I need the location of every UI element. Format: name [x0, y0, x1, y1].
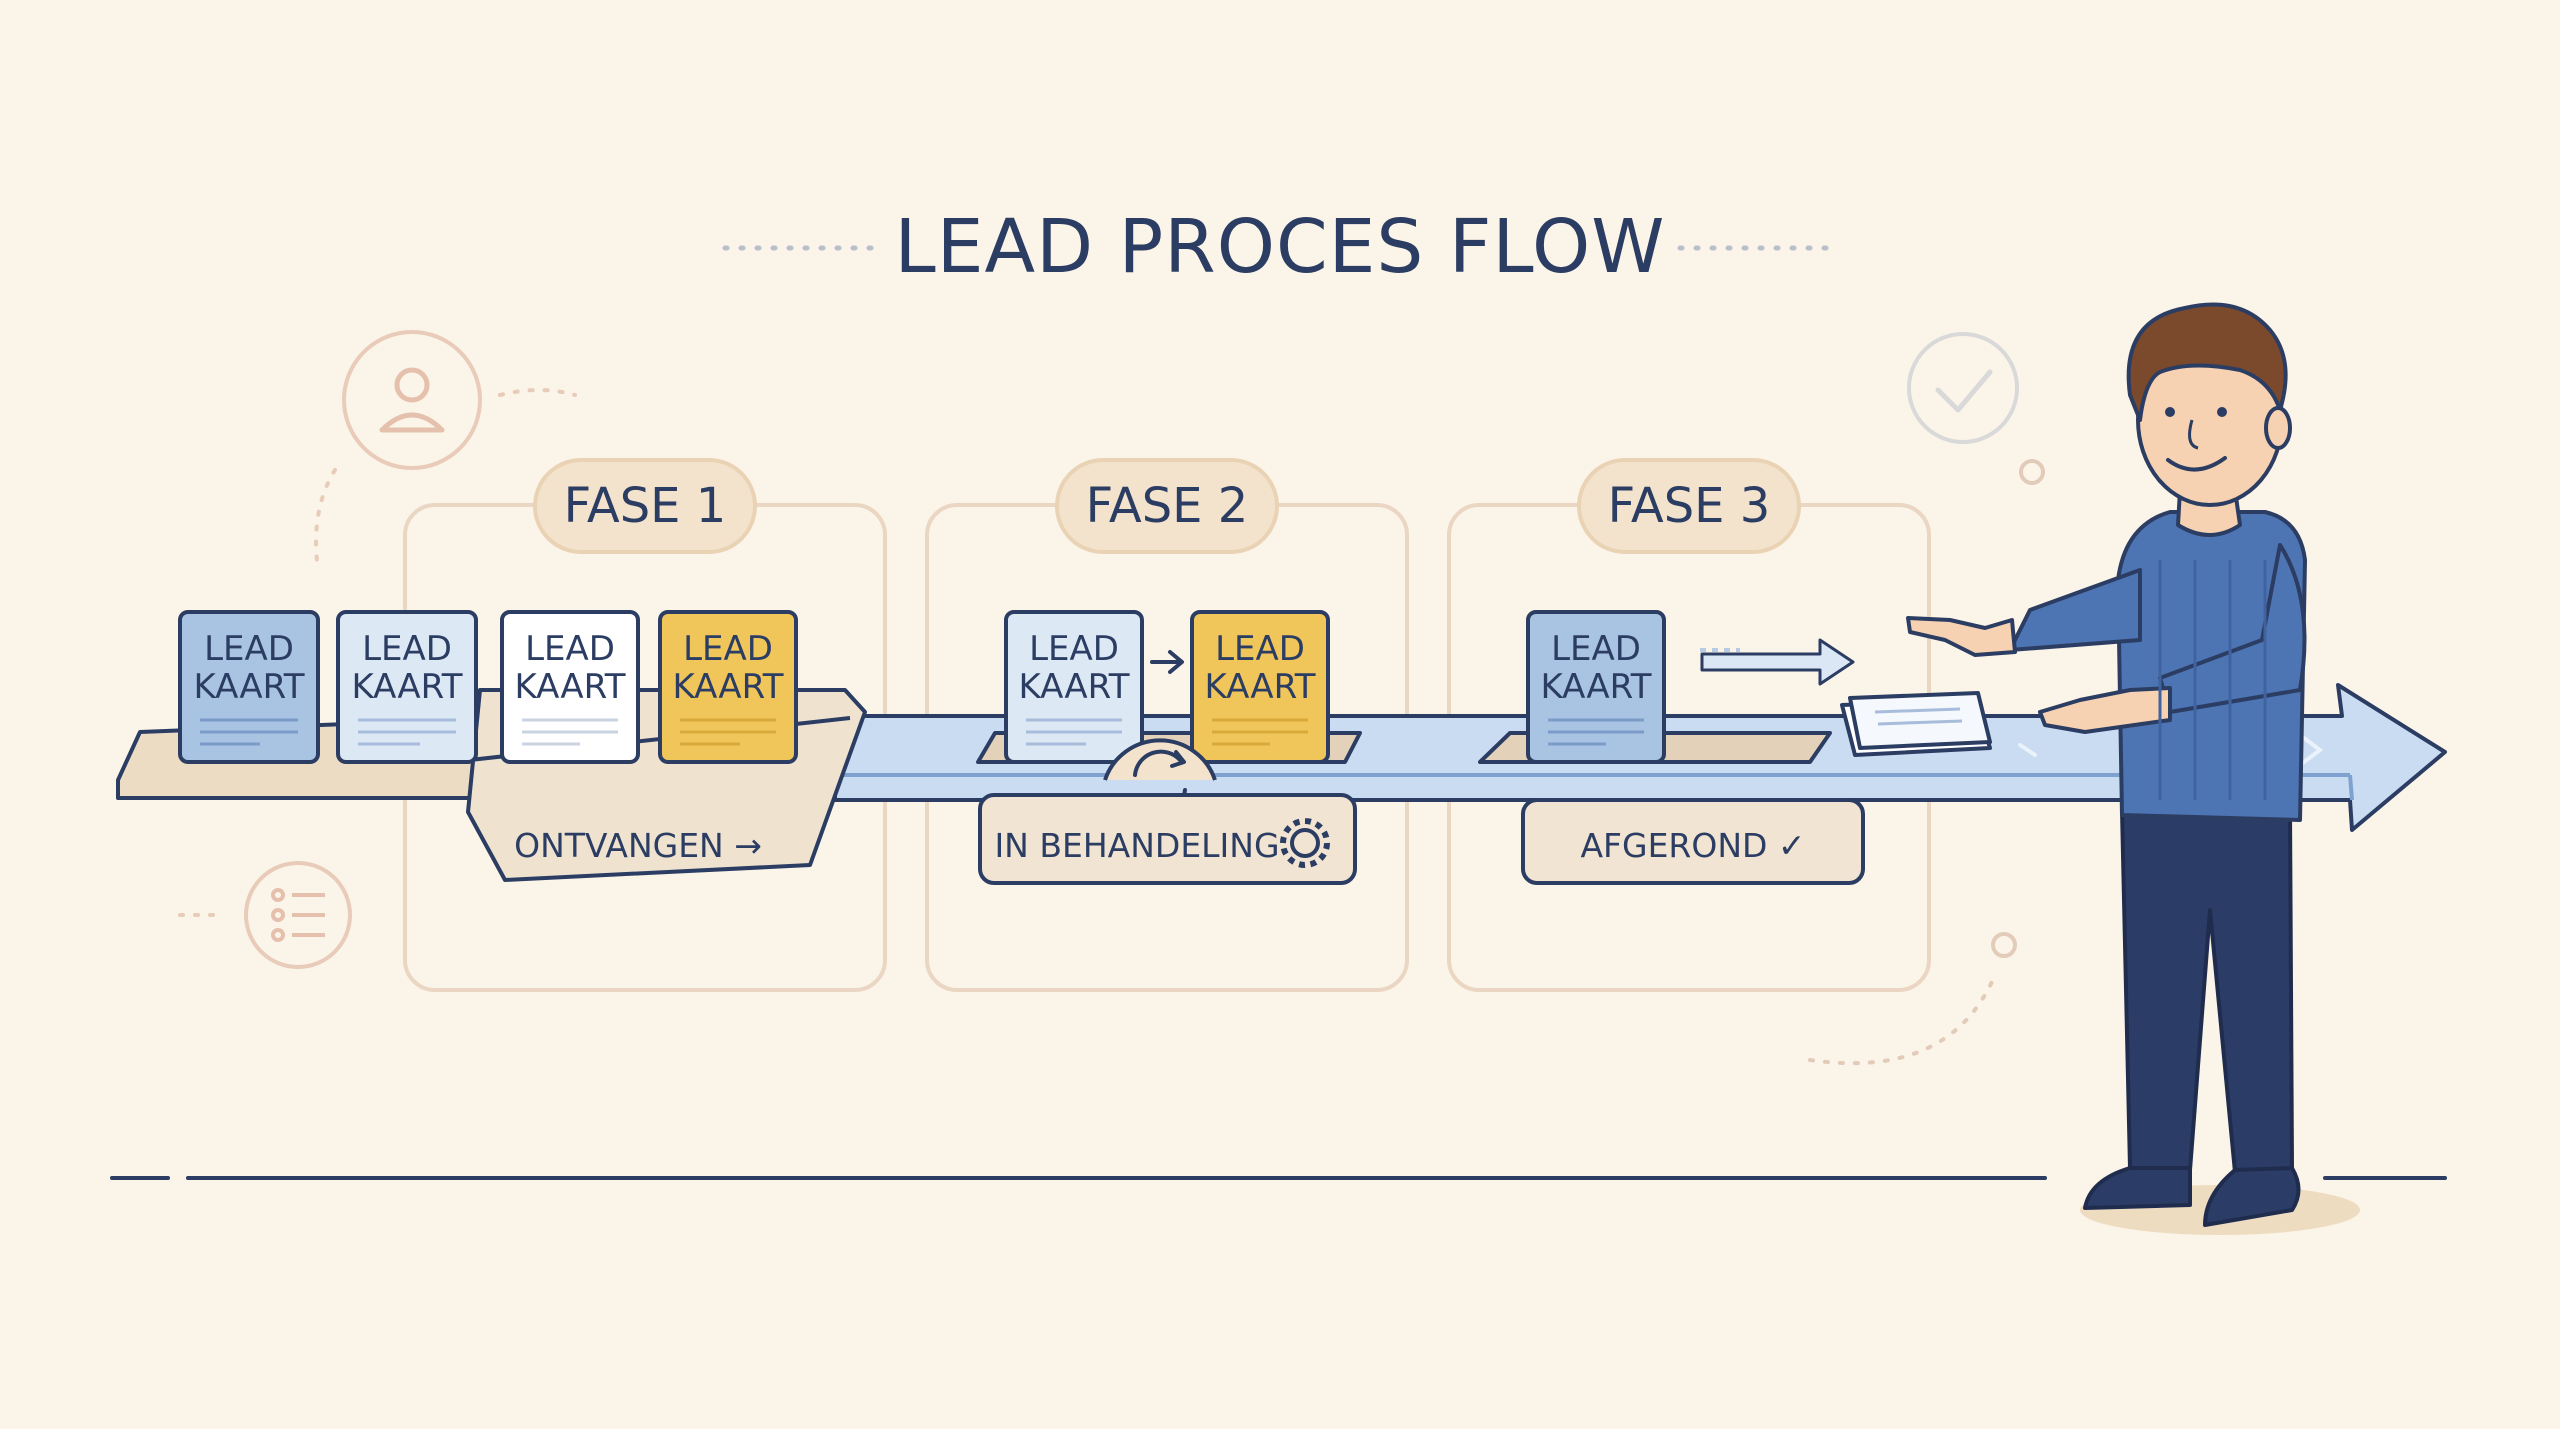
lead-card: LEAD KAART [178, 610, 320, 764]
svg-text:AFGEROND ✓: AFGEROND ✓ [1580, 826, 1805, 865]
lead-card: LEAD KAART [336, 610, 478, 764]
svg-text:FASE 1: FASE 1 [564, 478, 727, 534]
phase-3-status: AFGEROND ✓ [1521, 798, 1865, 885]
svg-text:LEAD: LEAD [362, 629, 452, 669]
phase-1-label: FASE 1 [533, 458, 757, 554]
lead-card: LEAD KAART [500, 610, 640, 764]
lead-card: LEAD KAART [1190, 610, 1330, 764]
svg-text:KAART: KAART [193, 667, 304, 707]
svg-text:LEAD: LEAD [1551, 629, 1641, 669]
svg-text:KAART: KAART [672, 667, 783, 707]
arrow-icon [1150, 650, 1184, 674]
svg-text:KAART: KAART [1018, 667, 1129, 707]
svg-text:KAART: KAART [351, 667, 462, 707]
phase-1-status: ONTVANGEN → [514, 826, 762, 865]
phase-2-label: FASE 2 [1055, 458, 1279, 554]
phase-2-status: IN BEHANDELING [978, 793, 1357, 885]
user-icon [314, 330, 577, 572]
svg-text:IN BEHANDELING: IN BEHANDELING [994, 826, 1279, 865]
lead-card: LEAD KAART [1526, 610, 1666, 764]
svg-text:FASE 2: FASE 2 [1086, 478, 1249, 534]
presenter-person [1906, 302, 2360, 1235]
gear-icon [1280, 818, 1330, 868]
check-circle-icon [1808, 332, 2045, 1066]
svg-text:LEAD: LEAD [683, 629, 773, 669]
svg-text:LEAD: LEAD [204, 629, 294, 669]
motion-arrow-icon [1700, 638, 1855, 686]
svg-text:LEAD: LEAD [1029, 629, 1119, 669]
phase-3-label: FASE 3 [1577, 458, 1801, 554]
svg-text:KAART: KAART [1204, 667, 1315, 707]
list-icon [178, 861, 352, 969]
svg-text:FASE 3: FASE 3 [1608, 478, 1771, 534]
lead-card: LEAD KAART [658, 610, 798, 764]
title-group: LEAD PROCES FLOW [722, 204, 1843, 290]
svg-text:KAART: KAART [514, 667, 625, 707]
lead-card: LEAD KAART [1004, 610, 1144, 764]
svg-text:KAART: KAART [1540, 667, 1651, 707]
diagram-title: LEAD PROCES FLOW [895, 204, 1666, 290]
sliding-document [1840, 691, 1992, 757]
svg-text:LEAD: LEAD [525, 629, 615, 669]
svg-text:ONTVANGEN →: ONTVANGEN → [514, 826, 762, 865]
svg-text:LEAD: LEAD [1215, 629, 1305, 669]
